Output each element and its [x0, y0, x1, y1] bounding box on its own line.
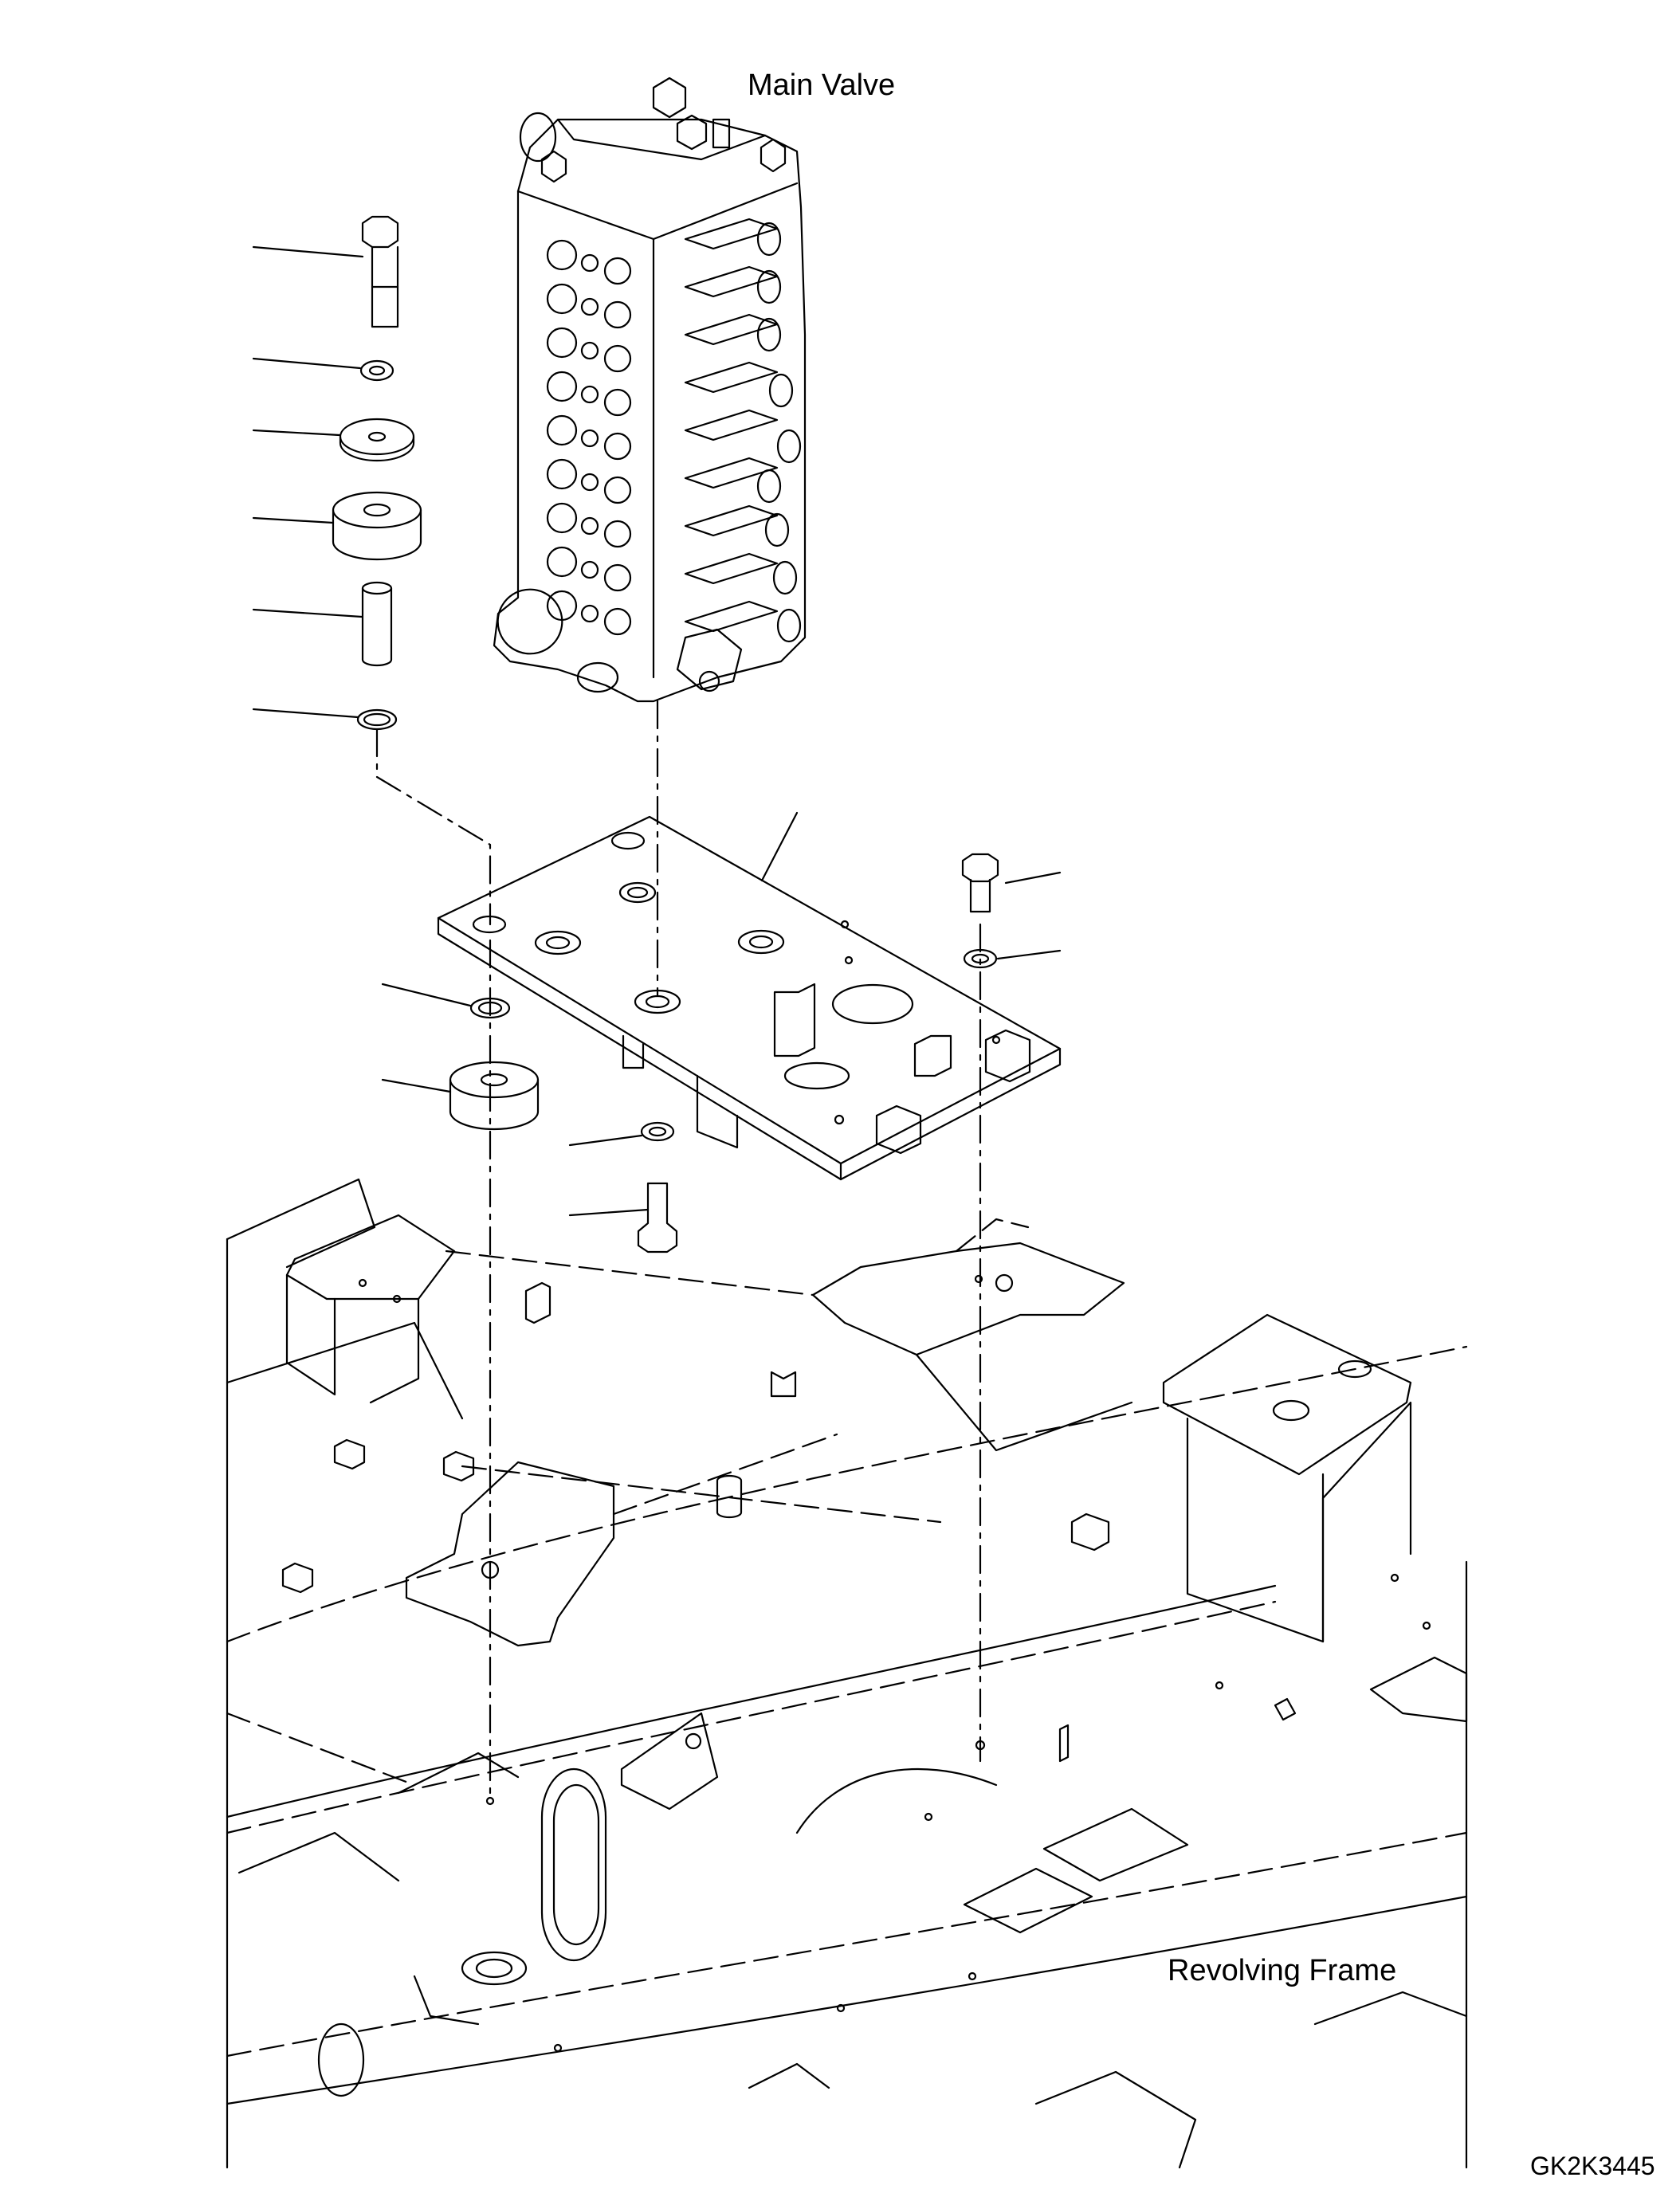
cushion-upper [333, 492, 421, 559]
valve-ports-left [548, 241, 630, 634]
mounting-plate [438, 813, 1060, 1179]
main-valve [494, 78, 805, 701]
left-fastener-stack [253, 217, 421, 729]
valve-top-fittings [520, 78, 785, 182]
figure-code: GK2K3445 [1530, 2152, 1655, 2180]
valve-spools-right [685, 219, 800, 641]
frame-oval-opening [542, 1769, 606, 1960]
cushion-lower [450, 1062, 538, 1129]
bolt-upper-left [363, 217, 398, 327]
revolving-frame [227, 1179, 1466, 2168]
frame-pedestal [1164, 1315, 1411, 1642]
o-ring-upper [358, 710, 396, 729]
revolving-frame-label: Revolving Frame [1168, 1954, 1397, 1987]
collar [363, 583, 391, 665]
alignment-centerlines [377, 701, 980, 1793]
right-fastener [963, 854, 1060, 967]
lower-fasteners [383, 984, 677, 1252]
flat-washer [340, 419, 414, 461]
main-valve-label: Main Valve [748, 69, 896, 102]
lock-washer-upper [361, 361, 393, 380]
